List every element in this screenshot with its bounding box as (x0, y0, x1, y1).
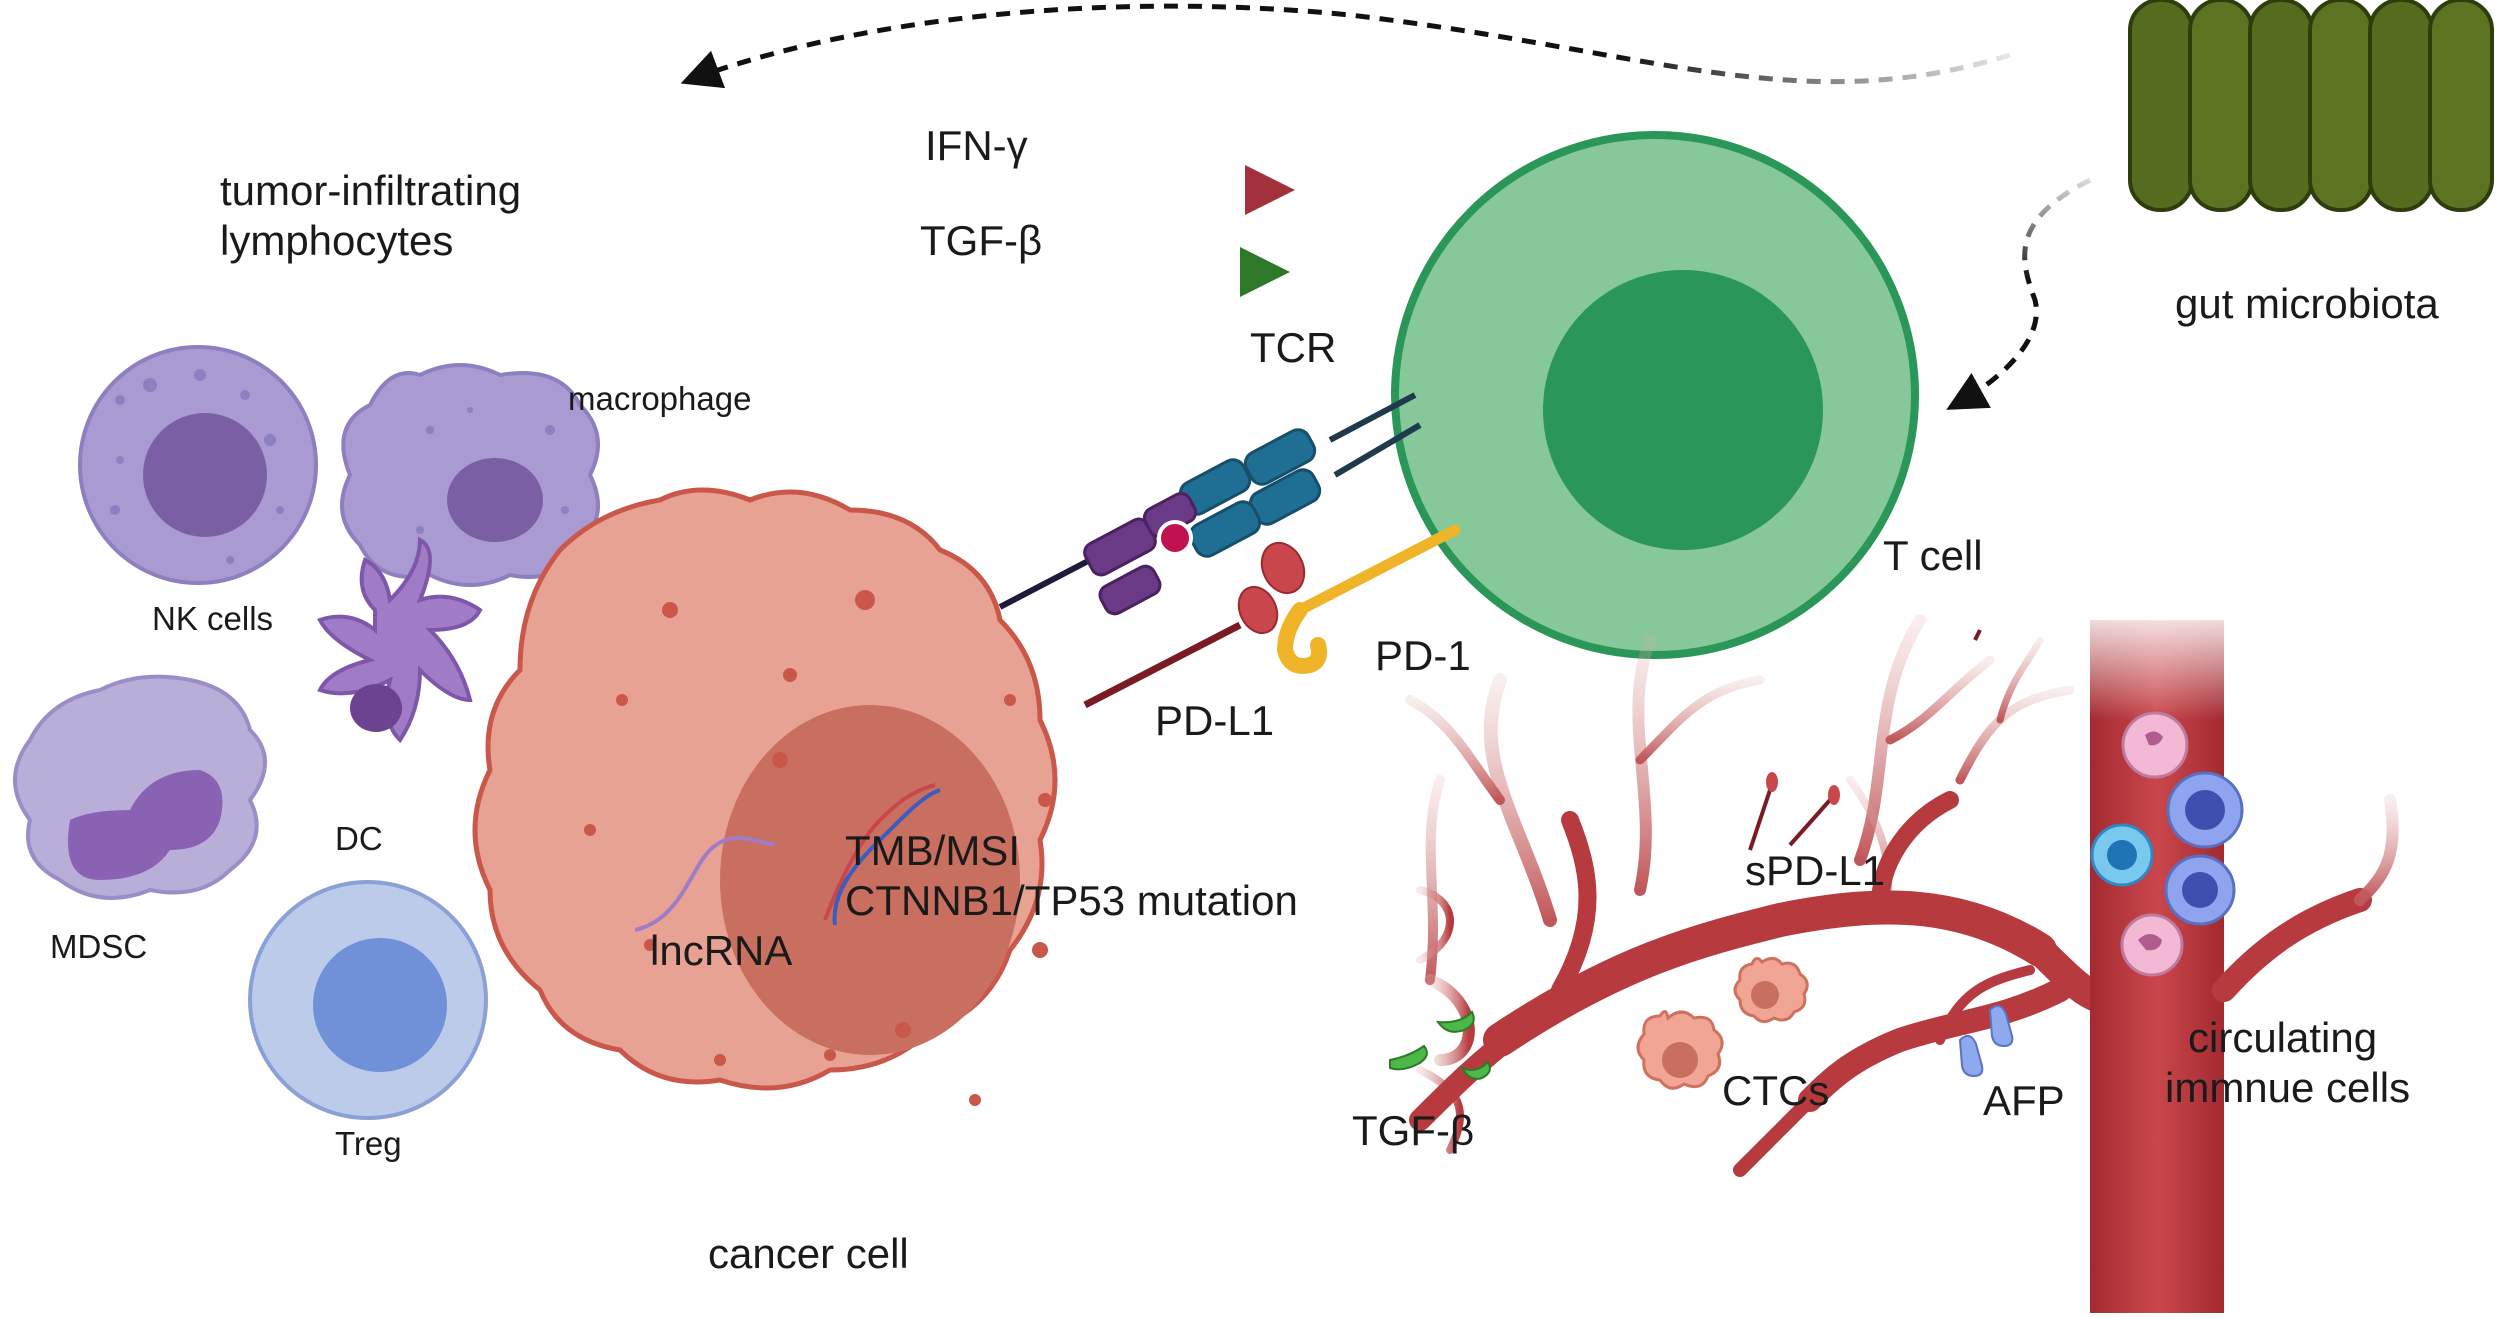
treg (248, 880, 488, 1120)
cancer-cell (472, 487, 1058, 1106)
ifn-gamma-label: IFN-γ (925, 122, 1028, 169)
dna-helix-icon (823, 783, 941, 926)
mdsc (13, 674, 267, 900)
macrophage-label: macrophage (568, 380, 751, 417)
circulating-label-line1: circulating (2188, 1014, 2377, 1061)
lncrna-strand-icon (634, 836, 776, 932)
mdsc-label: MDSC (50, 928, 147, 965)
ctcs-label: CTCs (1722, 1067, 1829, 1114)
lncrna-label: lncRNA (650, 927, 792, 974)
tgf-beta-bottom-label: TGF-β (1352, 1107, 1474, 1154)
tmb-msi-label: TMB/MSI (845, 827, 1020, 874)
pdl1-label: PD-L1 (1155, 697, 1274, 744)
pd1-pdl1-complex (1083, 524, 1461, 709)
circulating-immune-cells (2090, 711, 2244, 977)
mutation-label: CTNNB1/TP53 mutation (845, 877, 1298, 924)
circulating-label-line2: immnue cells (2165, 1064, 2410, 1111)
macrophage (340, 363, 600, 587)
soluble-pdl1-molecules (1748, 629, 1982, 851)
til-label-line1: tumor-infiltrating (220, 167, 521, 214)
pd1-label: PD-1 (1375, 632, 1471, 679)
gut-to-til-arrow (680, 3, 2011, 89)
circulating-tumor-cells (1636, 957, 1809, 1090)
afp-molecules (1958, 1004, 2014, 1078)
treg-label: Treg (335, 1125, 402, 1162)
gut-to-tcell-arrow (1946, 177, 2092, 410)
nk-cell (78, 345, 318, 585)
tcr-mhc-complex (998, 392, 1422, 616)
gut-microbiota-illustration (2128, 0, 2494, 212)
dc-label: DC (335, 820, 383, 857)
gut-microbiota-label: gut microbiota (2175, 280, 2439, 327)
t-cell (1391, 131, 1919, 659)
til-label-line2: lymphocytes (220, 217, 453, 264)
spdl1-label: sPD-L1 (1745, 847, 1885, 894)
tgf-beta-molecules (1389, 1010, 1491, 1080)
t-cell-label: T cell (1883, 532, 1983, 579)
nk-cells-label: NK cells (152, 600, 273, 637)
dendritic-cell (317, 536, 483, 744)
blood-vessel-network (1405, 600, 2399, 1313)
afp-label: AFP (1983, 1077, 2065, 1124)
tcr-label: TCR (1250, 324, 1336, 371)
tgf-beta-top-label: TGF-β (920, 217, 1042, 264)
cancer-cell-label: cancer cell (708, 1230, 909, 1277)
